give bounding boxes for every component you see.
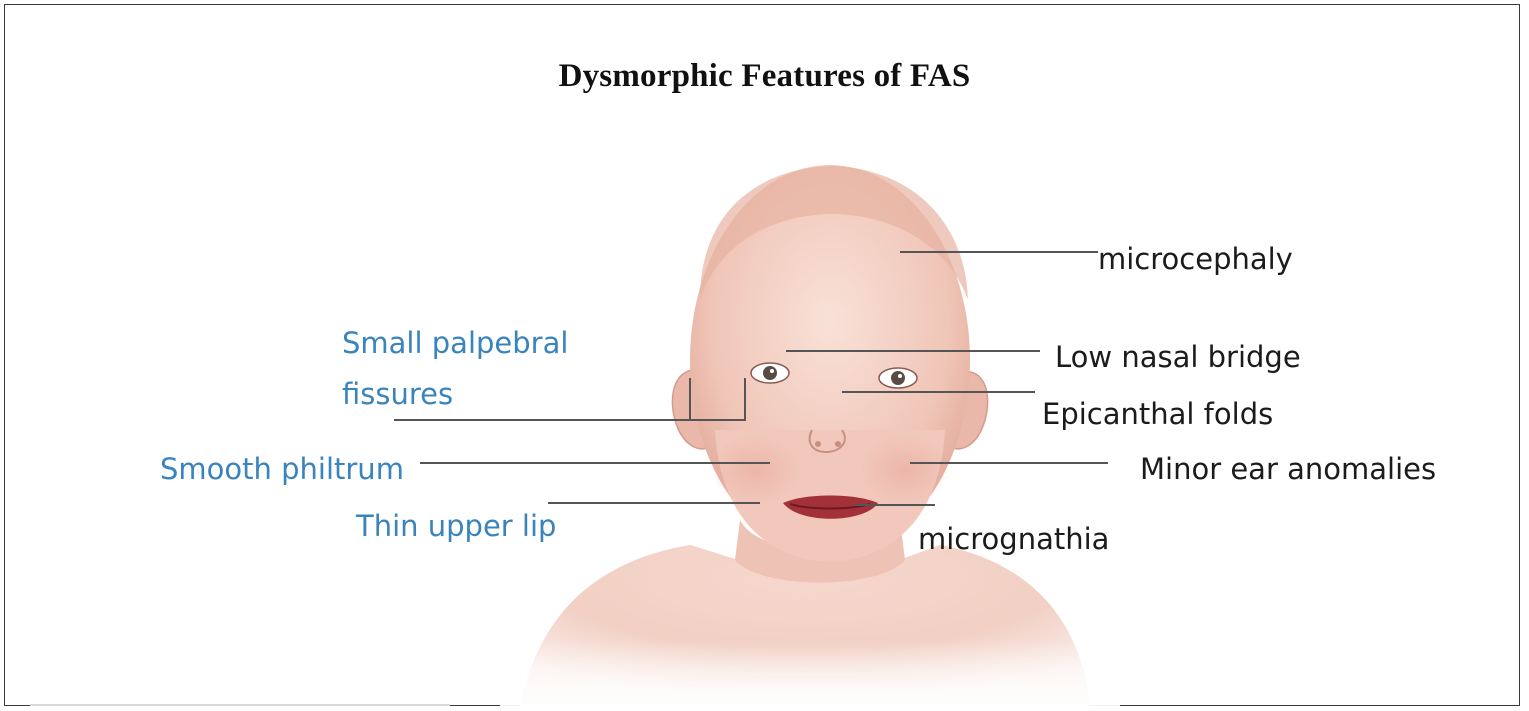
label-thin-upper-lip: Thin upper lip [356,512,556,541]
bottom-rule [30,704,450,706]
label-low-nasal-bridge: Low nasal bridge [1055,343,1301,372]
label-epicanthal-folds: Epicanthal folds [1042,400,1273,429]
label-microcephaly: microcephaly [1098,245,1293,274]
figure-title: Dysmorphic Features of FAS [0,58,1529,95]
label-minor-ear-anomalies: Minor ear anomalies [1140,455,1436,484]
label-small-palpebral-line2: fissures [342,380,453,409]
label-micrognathia: micrognathia [918,525,1109,554]
left-eye-shape [751,363,789,383]
right-eye-shape [879,368,917,388]
label-small-palpebral-line1: Small palpebral [342,329,568,358]
label-smooth-philtrum: Smooth philtrum [160,455,404,484]
